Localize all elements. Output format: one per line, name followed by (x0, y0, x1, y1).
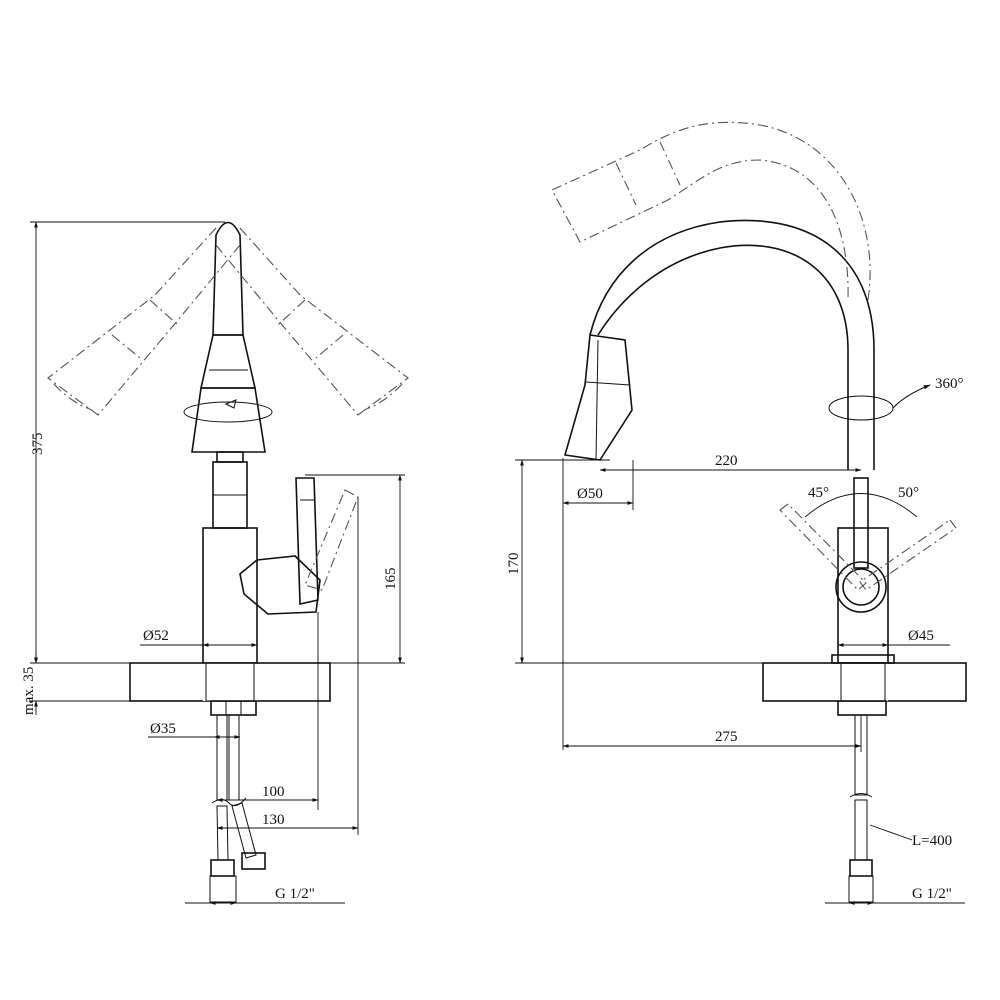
spray-head-right (563, 334, 633, 461)
dim-max35: max. 35 (21, 650, 130, 715)
dim-220-label: 220 (715, 453, 738, 469)
lever-swing-ghost (304, 489, 359, 591)
dim-d35: Ø35 (148, 721, 241, 739)
dim-170: 170 (506, 459, 763, 664)
dim-220: 220 (599, 453, 862, 472)
side-view: 360° 170 220 Ø50 (506, 121, 967, 905)
dim-375-label: 375 (30, 433, 46, 456)
angle-50-label: 50° (898, 485, 919, 501)
dim-d35-label: Ø35 (150, 721, 176, 737)
dim-d50: Ø50 (562, 458, 634, 750)
pull-out-hose-left (212, 451, 248, 529)
dim-100-label: 100 (262, 784, 285, 800)
angle-45-label: 45° (808, 485, 829, 501)
gooseneck-spout-right (589, 219, 875, 470)
dim-275-label: 275 (715, 729, 738, 745)
spout-raised-ghost (551, 121, 871, 301)
dim-max35-label: max. 35 (21, 667, 37, 715)
dim-d50-label: Ø50 (577, 486, 603, 502)
faucet-body-left (202, 527, 258, 664)
lever-left (239, 477, 321, 615)
spray-head-left (183, 334, 273, 453)
spout-tube-left (212, 221, 244, 336)
dim-100: 100 (216, 612, 319, 810)
dim-angles: 45° 50° (808, 485, 919, 501)
dim-165: 165 (305, 474, 405, 664)
rotation-indicator: 360° (828, 376, 964, 421)
dim-L400-label: L=400 (912, 833, 952, 849)
dim-d52: Ø52 (140, 628, 258, 647)
spout-swing-left-ghost (47, 227, 241, 416)
lever-angle-ghosts (779, 493, 957, 591)
dim-165-label: 165 (383, 568, 399, 591)
dim-L400: L=400 (869, 824, 952, 849)
dim-130: 130 (216, 497, 359, 835)
dim-g12-left: G 1/2" (185, 886, 345, 905)
dim-g12-right: G 1/2" (825, 886, 965, 905)
countertop-right (762, 662, 967, 702)
countertop-left (129, 662, 331, 702)
dim-130-label: 130 (262, 812, 285, 828)
body-base-ring (831, 654, 895, 664)
supply-hose-right (848, 714, 874, 903)
lever-knob-right (835, 477, 887, 613)
dim-d45-label: Ø45 (908, 628, 934, 644)
supply-hoses-left (209, 714, 266, 903)
dim-170-label: 170 (506, 553, 522, 576)
mount-nut-right (837, 700, 887, 716)
mount-nut-left (210, 700, 257, 716)
front-view: 375 max. 35 Ø52 Ø35 100 130 (21, 221, 409, 905)
dim-d45: Ø45 (837, 628, 950, 647)
dim-g12-right-label: G 1/2" (912, 886, 952, 902)
dim-g12-left-label: G 1/2" (275, 886, 315, 902)
dim-375: 375 (30, 221, 225, 664)
spout-swing-right-ghost (215, 227, 409, 416)
rotation-label: 360° (935, 376, 964, 392)
dim-d52-label: Ø52 (143, 628, 169, 644)
dim-275: 275 (562, 715, 862, 752)
